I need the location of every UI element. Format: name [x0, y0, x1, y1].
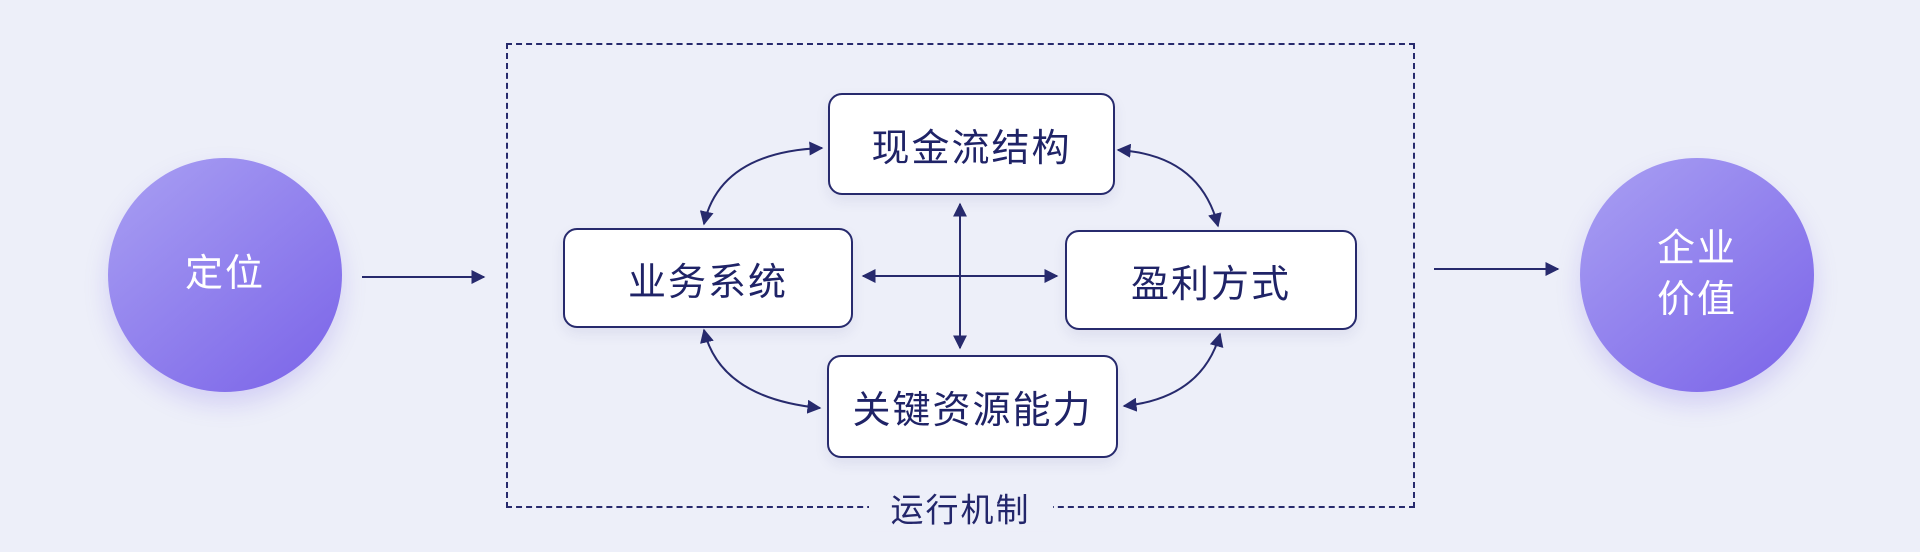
- positioning-circle-label: 定位: [184, 253, 265, 296]
- positioning-circle: 定位: [108, 158, 342, 392]
- node-key-resources: 关键资源能力: [827, 355, 1118, 458]
- node-cash-flow-structure-label: 现金流结构: [871, 127, 1072, 170]
- enterprise-value-line-1: 企业: [1656, 227, 1737, 270]
- enterprise-value-line-2: 价值: [1656, 279, 1737, 321]
- node-business-system-label: 业务系统: [627, 261, 788, 304]
- enterprise-value-circle: 企业 价值: [1580, 158, 1814, 392]
- node-cash-flow-structure: 现金流结构: [828, 93, 1115, 195]
- mechanism-group-frame: 运行机制: [506, 43, 1415, 532]
- node-key-resources-label: 关键资源能力: [852, 390, 1093, 432]
- node-profit-model: 盈利方式: [1065, 230, 1357, 330]
- node-business-system: 业务系统: [563, 228, 853, 328]
- node-profit-model-label: 盈利方式: [1130, 263, 1291, 306]
- mechanism-group-label: 运行机制: [868, 483, 1053, 532]
